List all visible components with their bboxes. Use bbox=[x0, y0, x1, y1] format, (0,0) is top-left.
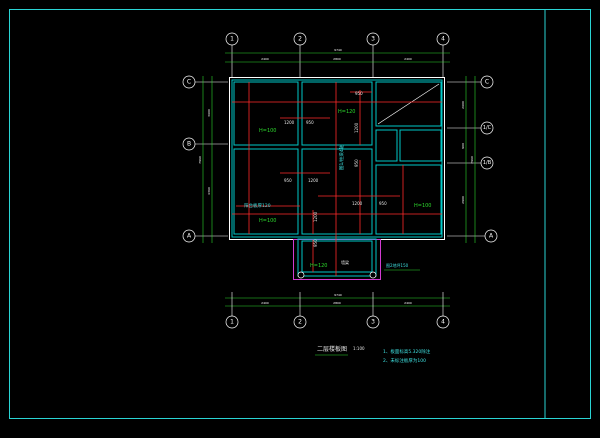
room-thickness-label: H=100 bbox=[259, 218, 277, 224]
column-marker bbox=[369, 271, 377, 279]
drawing-title: 二层楼板图 1:100 bbox=[315, 345, 365, 356]
axis-label-right-1C: 1/C bbox=[483, 125, 492, 131]
dim-text-seg-bottom: 2800 bbox=[333, 301, 341, 305]
room-slab[interactable] bbox=[301, 148, 373, 235]
beam-label: 950 bbox=[379, 201, 387, 206]
stair-well[interactable] bbox=[375, 81, 442, 127]
note-line: 2、未标注板厚为100 bbox=[383, 357, 426, 364]
axis-label-top-4: 4 bbox=[441, 36, 445, 43]
beam-labels: 950 1200 950 950 1200 1200 950 1200 1200… bbox=[284, 91, 387, 247]
axis-label-bottom-4: 4 bbox=[441, 319, 445, 326]
axis-label-left-B: B bbox=[187, 141, 191, 148]
beam-label: 950 bbox=[354, 159, 359, 167]
room-labels: H=100 H=120 H=100 H=100 H=120 墙梁 图2地坪150 bbox=[259, 109, 432, 271]
beam-label: 1200 bbox=[354, 122, 359, 133]
title-scale: 1:100 bbox=[353, 346, 365, 351]
stair-diagonal bbox=[377, 83, 440, 125]
slab-note: 图2地坪150 bbox=[386, 262, 409, 268]
beam-label: 950 bbox=[355, 91, 363, 96]
axis-label-left-C: C bbox=[187, 79, 191, 86]
axis-label-top-1: 1 bbox=[230, 36, 234, 43]
dim-text-seg-right: 2900 bbox=[461, 196, 465, 204]
dim-text-total-bottom: 9740 bbox=[334, 293, 342, 297]
dim-text-seg-top: 2800 bbox=[333, 57, 341, 61]
dim-text-seg-right: 2600 bbox=[461, 101, 465, 109]
room-thickness-label: H=100 bbox=[414, 203, 432, 209]
right-axis: C 1/C 1/B A 2600 900 2900 7960 bbox=[447, 75, 498, 243]
inner-wall-line bbox=[231, 79, 443, 238]
room-thickness-label: H=120 bbox=[338, 109, 356, 115]
axis-label-right-C: C bbox=[485, 79, 489, 86]
room-slab[interactable] bbox=[301, 81, 373, 146]
dim-text-seg-bottom: 2400 bbox=[261, 301, 269, 305]
stair-note: 墙梁 bbox=[341, 259, 349, 265]
axis-bubble-bottom-2[interactable] bbox=[293, 315, 307, 329]
axis-bubble-bottom-1[interactable] bbox=[225, 315, 239, 329]
axis-label-top-3: 3 bbox=[371, 36, 375, 43]
drawing-frame bbox=[9, 9, 591, 419]
left-axis: C B A 7960 3600 4360 bbox=[182, 75, 228, 243]
axis-label-top-2: 2 bbox=[298, 36, 302, 43]
balcony-outline bbox=[293, 239, 381, 280]
column-marker bbox=[297, 271, 305, 279]
dim-text-seg-top: 2400 bbox=[404, 57, 412, 61]
room-slab[interactable] bbox=[399, 129, 442, 162]
axis-label-bottom-1: 1 bbox=[230, 319, 234, 326]
axis-bubble-bottom-4[interactable] bbox=[436, 315, 450, 329]
balcony-inner bbox=[301, 240, 373, 273]
dim-text-seg-left: 3600 bbox=[207, 109, 211, 117]
room-thickness-label: H=120 bbox=[310, 263, 328, 269]
dim-text-total-top: 9740 bbox=[334, 48, 342, 52]
balcony-annotation: 阳台板厚120 bbox=[244, 202, 271, 209]
top-axis: 1 2 3 4 9740 2400 2800 2400 bbox=[225, 32, 450, 77]
room-thickness-label: H=100 bbox=[259, 128, 277, 134]
balcony-slab[interactable] bbox=[297, 238, 377, 277]
room-slab[interactable] bbox=[375, 164, 442, 235]
room-slab[interactable] bbox=[375, 129, 398, 162]
room-slab[interactable] bbox=[233, 81, 299, 146]
axis-bubble-bottom-3[interactable] bbox=[366, 315, 380, 329]
vertical-annotation: 图1/柱梁4轴 bbox=[338, 144, 345, 170]
axis-label-bottom-3: 3 bbox=[371, 319, 375, 326]
dim-text-total-left: 7960 bbox=[198, 156, 202, 164]
bottom-axis: 9740 2400 2800 2400 1 2 3 4 bbox=[225, 292, 450, 329]
title-text: 二层楼板图 bbox=[317, 345, 347, 353]
dim-text-seg-bottom: 2400 bbox=[404, 301, 412, 305]
beam-lines bbox=[232, 82, 442, 276]
dim-text-seg-left: 4360 bbox=[207, 187, 211, 195]
dim-text-seg-top: 2400 bbox=[261, 57, 269, 61]
annotations: 图1/柱梁4轴 阳台板厚120 bbox=[244, 144, 345, 209]
axis-label-right-A: A bbox=[489, 233, 494, 240]
beam-label: 1200 bbox=[284, 120, 295, 125]
beam-label: 1200 bbox=[352, 201, 363, 206]
axis-label-left-A: A bbox=[187, 233, 192, 240]
beam-label: 950 bbox=[284, 178, 292, 183]
room-slab[interactable] bbox=[233, 148, 299, 235]
beam-label: 1200 bbox=[308, 178, 319, 183]
dim-text-total-right: 7960 bbox=[470, 156, 474, 164]
beam-label: 950 bbox=[313, 239, 318, 247]
general-notes: 1、板面标高5.320除注 2、未标注板厚为100 bbox=[383, 348, 431, 364]
axis-label-right-1B: 1/B bbox=[483, 160, 492, 166]
beam-label: 1200 bbox=[313, 211, 318, 222]
floor-plan bbox=[229, 77, 445, 280]
dim-text-seg-right: 900 bbox=[461, 143, 465, 149]
beam-label: 950 bbox=[306, 120, 314, 125]
note-line: 1、板面标高5.320除注 bbox=[383, 348, 431, 355]
axis-label-bottom-2: 2 bbox=[298, 319, 302, 326]
